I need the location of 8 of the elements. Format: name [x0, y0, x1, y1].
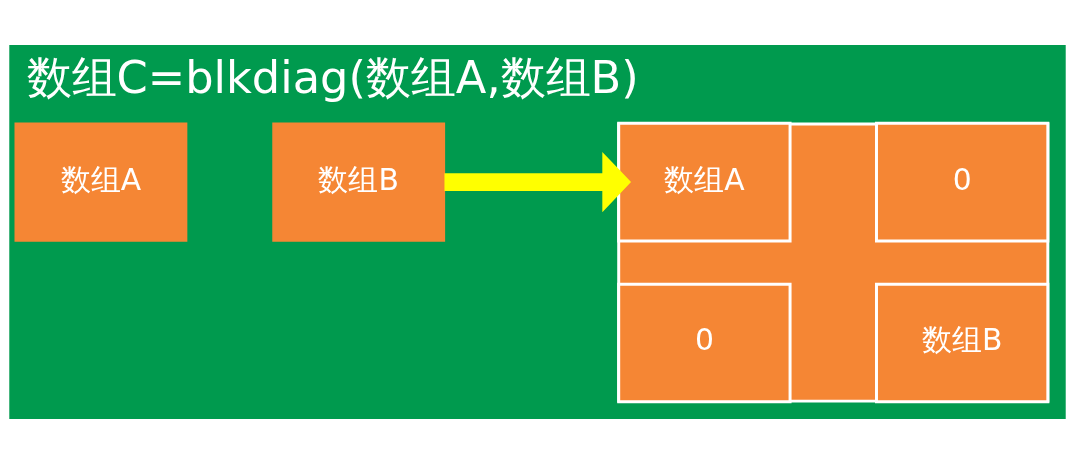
diagram-title: 数组C=blkdiag(数组A,数组B)	[26, 51, 639, 104]
node-box: 数组A	[617, 121, 792, 242]
node-box: 数组B	[272, 122, 446, 242]
node-box: 数组A	[14, 122, 188, 242]
node-box: 0	[617, 282, 792, 403]
node-box: 数组B	[875, 282, 1050, 403]
arrow	[444, 151, 632, 212]
node-box: 0	[875, 121, 1050, 242]
